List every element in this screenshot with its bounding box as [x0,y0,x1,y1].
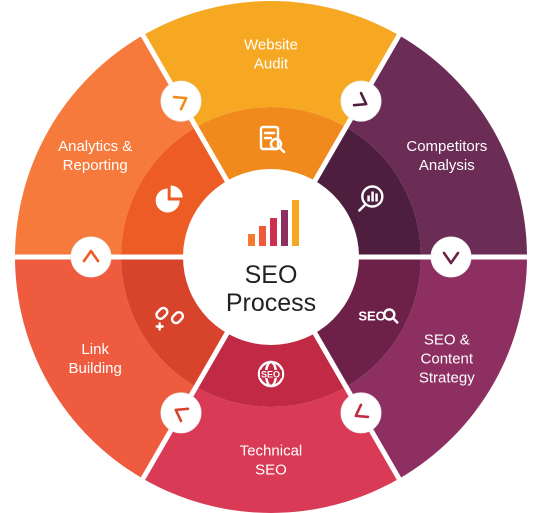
bar-chart-icon [248,200,299,246]
segment-label-analytics-reporting: Reporting [63,157,128,174]
connector-chevron-icon [70,236,112,278]
bar-chart-bar [292,200,299,246]
segment-label-link-building: Link [81,341,109,358]
segment-seo-content-strategy [346,257,527,479]
segment-competitors-analysis [346,35,527,257]
center-title-line2: Process [226,289,316,317]
bar-chart-bar [259,226,266,246]
connector-chevron-icon [430,236,472,278]
bar-chart-bar [248,234,255,246]
seo-globe-icon: SEO [257,360,285,388]
segment-label-analytics-reporting: Analytics & [58,138,132,155]
seo-search-icon: SEO [358,308,399,324]
chart-search-icon [358,185,384,212]
connector-chevron-icon [340,392,382,434]
document-search-icon [259,125,286,154]
segment-label-seo-content-strategy: SEO & [424,332,470,349]
connector-chevron-icon [340,80,382,122]
segment-label-website-audit: Audit [254,56,289,73]
icons-group: SEO SEO [155,125,399,388]
connector-chevron-icon [160,392,202,434]
inner-ring-competitors-analysis [314,127,421,257]
segment-label-technical-seo: Technical [240,443,303,460]
segment-link-building [15,257,196,479]
segment-label-website-audit: Website [244,37,298,54]
segment-label-seo-content-strategy: Strategy [419,370,475,387]
bar-chart-bar [270,218,277,246]
segment-label-competitors-analysis: Analysis [419,157,475,174]
segment-label-seo-content-strategy: Content [421,351,474,368]
segment-label-competitors-analysis: Competitors [406,138,487,155]
center-title-line1: SEO [245,261,298,289]
inner-ring-technical-seo [196,331,346,407]
segment-website-audit [143,1,399,128]
connector-chevron-icon [160,80,202,122]
segment-label-technical-seo: SEO [255,462,287,479]
bar-chart-bar [281,210,288,246]
center-hub [183,169,359,345]
svg-text:SEO: SEO [358,309,385,324]
segment-label-link-building: Building [69,360,122,377]
link-icon [155,306,185,331]
inner-ring-seo-content-strategy [314,257,422,387]
pie-chart-icon [155,185,183,213]
svg-text:SEO: SEO [261,370,280,380]
segments-group [15,1,527,513]
segment-technical-seo [143,386,399,513]
connectors-group [70,80,472,434]
segment-analytics-reporting [15,35,196,257]
